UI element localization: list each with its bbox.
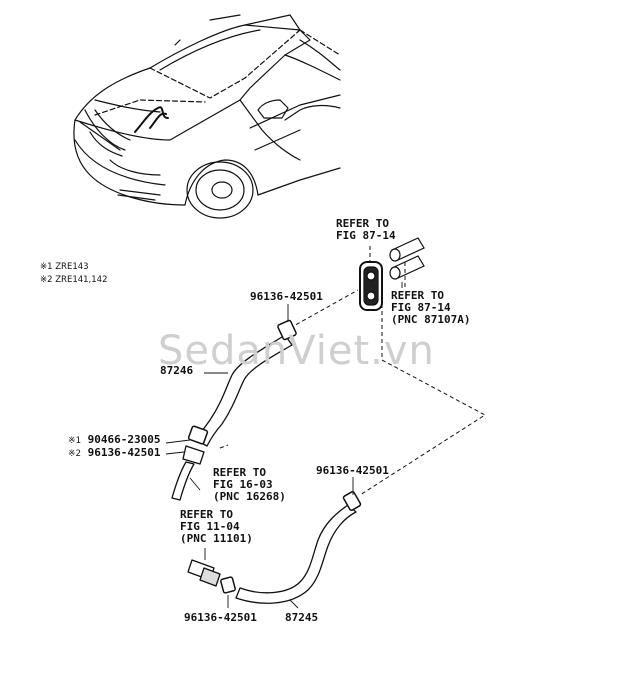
ref-fig16-03-line3: (PNC 16268) bbox=[213, 490, 286, 503]
note-2-text: ZRE141,142 bbox=[55, 275, 108, 285]
ref-fig11-04-line2: FIG 11-04 bbox=[180, 520, 240, 533]
part-clamp-upper: 96136-42501 bbox=[250, 290, 323, 303]
ref-fig87-14-top-line1: REFER TO bbox=[336, 217, 389, 230]
hose-87246 bbox=[171, 319, 297, 501]
part-hose-87245: 87245 bbox=[285, 611, 319, 624]
heater-pipes bbox=[389, 237, 425, 280]
hose-87245 bbox=[187, 491, 362, 604]
label-leaders bbox=[165, 282, 403, 609]
note-2: ※2 ZRE141,142 bbox=[40, 275, 107, 285]
watermark: SedanViet.vn bbox=[158, 328, 435, 374]
ref-fig87-14-right-line2: FIG 87-14 bbox=[391, 301, 451, 314]
ref-fig87-14-right-line3: (PNC 87107A) bbox=[391, 313, 471, 326]
part-note2: ※2 96136-42501 bbox=[68, 447, 160, 460]
ref-fig87-14-right-line1: REFER TO bbox=[391, 289, 444, 302]
part-clamp-bottom: 96136-42501 bbox=[184, 611, 257, 624]
part-note1-number: 90466-23005 bbox=[87, 433, 161, 446]
part-hose-87246: 87246 bbox=[160, 364, 194, 377]
note-1-text: ZRE143 bbox=[55, 262, 89, 272]
ref-fig87-14-top-line2: FIG 87-14 bbox=[336, 229, 396, 242]
heater-connector bbox=[359, 261, 383, 311]
part-note2-mark: ※2 bbox=[68, 449, 81, 459]
leader-lines bbox=[219, 246, 486, 496]
note-1-mark: ※1 bbox=[40, 262, 53, 272]
part-note2-number: 96136-42501 bbox=[87, 446, 161, 459]
part-clamp-mid-right: 96136-42501 bbox=[316, 464, 389, 477]
part-note1-mark: ※1 bbox=[68, 436, 81, 446]
note-2-mark: ※2 bbox=[40, 275, 53, 285]
ref-fig11-04-line3: (PNC 11101) bbox=[180, 532, 253, 545]
note-1: ※1 ZRE143 bbox=[40, 262, 89, 272]
car-illustration bbox=[73, 14, 341, 219]
ref-fig16-03-line1: REFER TO bbox=[213, 466, 266, 479]
part-note1: ※1 90466-23005 bbox=[68, 434, 160, 447]
ref-fig11-04-line1: REFER TO bbox=[180, 508, 233, 521]
ref-fig16-03-line2: FIG 16-03 bbox=[213, 478, 273, 491]
